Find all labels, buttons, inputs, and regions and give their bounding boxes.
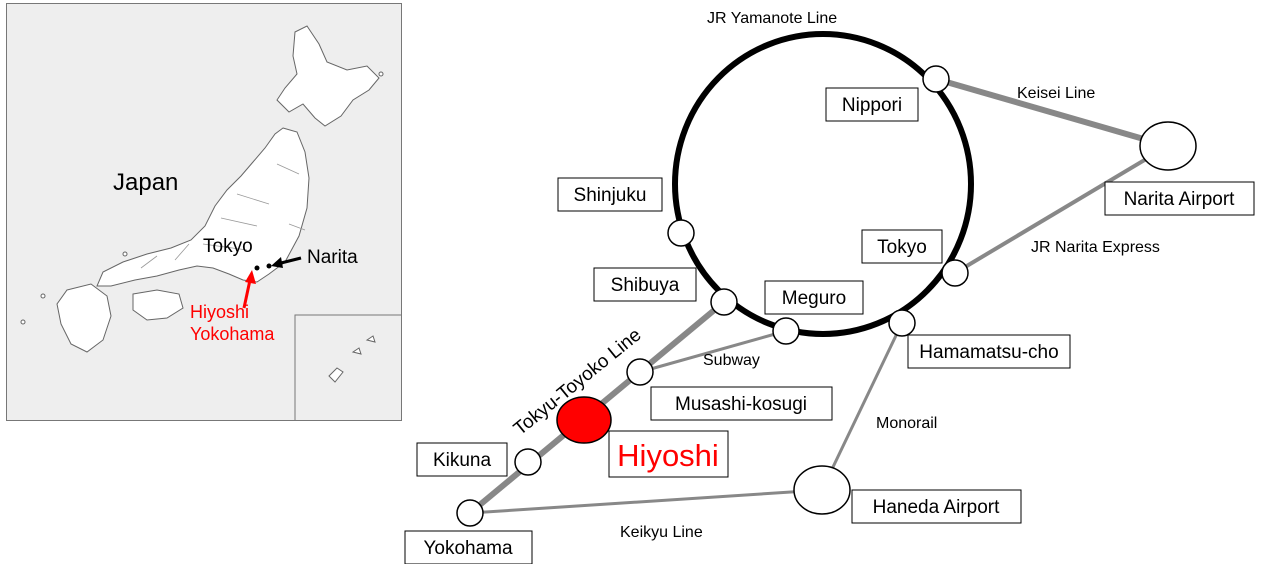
svg-text:Hiyoshi: Hiyoshi	[617, 438, 719, 473]
svg-text:Nippori: Nippori	[842, 95, 902, 116]
narita-express-track	[953, 144, 1170, 275]
station-label-shinjuku: Shinjuku	[557, 177, 663, 212]
narita-dot	[266, 263, 272, 269]
line-label-yamanote: JR Yamanote Line	[707, 10, 837, 27]
keisei-line-track	[935, 76, 1169, 149]
station-node-shinjuku	[667, 219, 695, 247]
station-label-hamamatsucho: Hamamatsu-cho	[907, 334, 1071, 369]
svg-text:Haneda Airport: Haneda Airport	[873, 497, 1000, 518]
station-label-hiyoshi[interactable]: Hiyoshi	[608, 430, 729, 478]
subway-track	[639, 329, 787, 374]
station-node-hiyoshi	[556, 396, 612, 444]
svg-text:Tokyo: Tokyo	[877, 237, 927, 258]
hiyoshi-arrow	[242, 279, 252, 309]
tokyo-dot	[254, 265, 260, 271]
svg-text:Shibuya: Shibuya	[611, 275, 680, 296]
monorail-track	[820, 322, 904, 491]
svg-text:Meguro: Meguro	[782, 288, 846, 309]
line-label-keikyu: Keikyu Line	[620, 524, 703, 541]
station-node-nippori	[922, 65, 950, 93]
svg-text:Shinjuku: Shinjuku	[574, 185, 647, 206]
line-label-subway: Subway	[703, 352, 760, 369]
station-node-tokyo	[941, 259, 969, 287]
svg-text:Yokohama: Yokohama	[423, 538, 513, 559]
station-node-narita-airport	[1139, 121, 1197, 171]
line-label-monorail: Monorail	[876, 415, 937, 432]
svg-text:Musashi-kosugi: Musashi-kosugi	[675, 394, 807, 415]
station-label-musashikosugi: Musashi-kosugi	[650, 386, 833, 421]
svg-text:Narita Airport: Narita Airport	[1124, 189, 1236, 210]
line-label-narita-express: JR Narita Express	[1031, 239, 1160, 256]
label-japan: Japan	[113, 169, 179, 196]
station-node-yokohama	[456, 499, 484, 527]
station-node-meguro	[772, 317, 800, 345]
line-label-keisei: Keisei Line	[1017, 85, 1095, 102]
label-yokohama-inset: Yokohama	[190, 324, 275, 344]
station-node-hamamatsucho	[888, 309, 916, 337]
station-node-musashikosugi	[626, 358, 654, 386]
label-narita-inset: Narita	[307, 247, 358, 268]
station-label-haneda-airport: Haneda Airport	[851, 489, 1022, 524]
station-label-yokohama: Yokohama	[404, 530, 533, 564]
station-node-kikuna	[514, 448, 542, 476]
station-label-narita-airport: Narita Airport	[1104, 181, 1255, 216]
station-node-shibuya	[710, 288, 738, 316]
yamanote-loop	[672, 31, 974, 337]
station-label-tokyo: Tokyo	[861, 229, 943, 264]
keikyu-line-track	[469, 488, 823, 515]
japan-outline	[20, 25, 401, 420]
label-tokyo-inset: Tokyo	[203, 236, 253, 257]
japan-inset-map: Japan Tokyo Narita Hiyoshi Yokohama	[6, 3, 402, 421]
station-node-haneda-airport	[793, 465, 851, 515]
svg-text:Kikuna: Kikuna	[433, 450, 492, 471]
station-label-meguro: Meguro	[764, 280, 864, 315]
svg-text:Hamamatsu-cho: Hamamatsu-cho	[919, 342, 1058, 363]
station-label-kikuna: Kikuna	[416, 442, 508, 477]
label-hiyoshi-inset: Hiyoshi	[190, 302, 250, 322]
station-label-shibuya: Shibuya	[593, 267, 697, 302]
station-label-nippori: Nippori	[825, 87, 919, 122]
